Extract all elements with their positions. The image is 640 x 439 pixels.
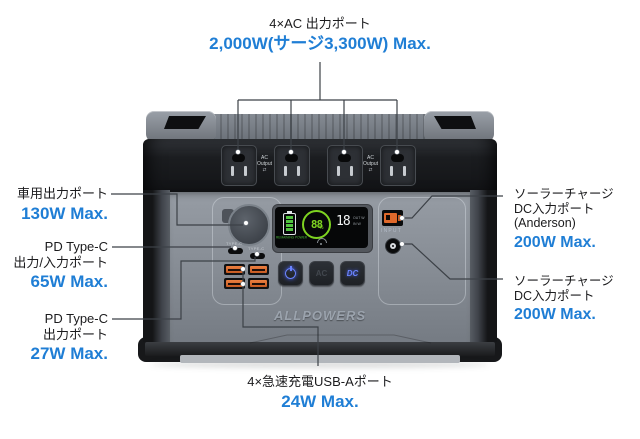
- ac-output-text: Output: [362, 161, 378, 167]
- annotation-car-output: 車用出力ポート 130W Max.: [0, 186, 108, 224]
- annotation-label: 4×急速充電USB-Aポート: [247, 374, 393, 389]
- typec-port-27w: [250, 253, 265, 259]
- annotation-label: 車用出力ポート: [16, 186, 108, 201]
- annotation-ac-output: 4×AC 出力ポート 2,000W(サージ3,300W) Max.: [160, 16, 480, 54]
- annotation-label: DC入力ポート: [514, 288, 595, 303]
- input-label: INPUT: [381, 228, 402, 234]
- annotation-label: (Anderson): [514, 216, 576, 230]
- ac-output-marking: AC Output ⇄: [252, 155, 277, 172]
- usb-slot: [252, 282, 265, 285]
- annotation-value: 2,000W(サージ3,300W) Max.: [209, 33, 431, 53]
- power-button: [278, 261, 303, 286]
- device-side-left: [143, 190, 170, 342]
- annotation-value: 200W Max.: [514, 233, 596, 251]
- ground-shadow: [150, 361, 490, 368]
- handle-grip: [434, 116, 476, 129]
- outlet-slot: [244, 166, 247, 176]
- battery-caption: REMAINING POWER: [276, 235, 308, 240]
- usb-slot: [228, 268, 241, 271]
- battery-percent: 88: [310, 218, 323, 231]
- outlet-ground-hole: [232, 154, 245, 162]
- outlet-ground-hole: [285, 154, 298, 162]
- ac-output-text: AC: [367, 155, 374, 161]
- annotation-label: 出力ポート: [42, 326, 108, 342]
- annotation-value: 200W Max.: [514, 306, 596, 323]
- outlet-slot: [390, 166, 393, 176]
- car-socket-port: [228, 204, 270, 246]
- outlet-ground-hole: [338, 154, 351, 162]
- dc-button: DC: [340, 261, 365, 286]
- outlet-slot: [337, 166, 340, 176]
- usb-a-port-3: [224, 278, 245, 289]
- ac-output-text: AC: [261, 155, 268, 161]
- annotation-solar-dc: ソーラーチャージ DC入力ポート 200W Max.: [514, 274, 640, 325]
- outlet-slot: [297, 166, 300, 176]
- ac-output-text: Output: [256, 161, 272, 167]
- annotation-value: 130W Max.: [21, 203, 108, 223]
- watts-unit-out: OUT W: [353, 216, 365, 220]
- annotation-usb-output: 4×急速充電USB-Aポート 24W Max.: [170, 374, 470, 412]
- anderson-input-port: [382, 210, 403, 226]
- dc-input-port: [385, 238, 401, 254]
- battery-percent-ring: 88: [302, 210, 331, 239]
- arrow-marks: ⇄: [368, 167, 373, 172]
- typec-port-65w: [228, 248, 243, 254]
- usb-a-port-4: [248, 278, 269, 289]
- battery-icon: [283, 211, 296, 235]
- percent-sign: %: [319, 225, 324, 231]
- arrow-marks: ⇄: [262, 167, 267, 172]
- annotation-pd-65w: PD Type-C 出力/入力ポート 65W Max.: [0, 239, 108, 292]
- annotation-value: 65W Max.: [30, 272, 108, 291]
- usb-a-port-1: [224, 264, 245, 275]
- annotation-value: 24W Max.: [281, 391, 359, 411]
- annotation-label: ソーラーチャージ: [514, 187, 614, 201]
- ac-outlet-1: [221, 145, 257, 186]
- ac-outlet-2: [274, 145, 310, 186]
- ac-outlet-4: [380, 145, 416, 186]
- annotation-pd-27w: PD Type-C 出力ポート 27W Max.: [0, 311, 108, 364]
- brand-logo: ALLPOWERS: [273, 308, 367, 323]
- usb-a-port-2: [248, 264, 269, 275]
- outlet-slot: [403, 166, 406, 176]
- handle-grip: [164, 116, 206, 129]
- usb-slot: [228, 282, 241, 285]
- annotation-label: 出力/入力ポート: [13, 254, 108, 270]
- device-base-edge: [180, 355, 460, 363]
- device-side-right: [470, 190, 497, 342]
- ac-button: AC: [309, 261, 334, 286]
- signal-icon: [317, 238, 327, 243]
- annotation-label: PD Type-C: [44, 311, 108, 326]
- annotation-solar-anderson: ソーラーチャージ DC入力ポート (Anderson) 200W Max.: [514, 187, 640, 253]
- carry-handle-right: [424, 111, 494, 142]
- ac-output-marking: AC Output ⇄: [358, 155, 383, 172]
- outlet-slot: [350, 166, 353, 176]
- watts-unit-in: IN W: [353, 222, 361, 226]
- ac-outlet-band: [143, 139, 497, 192]
- device-base: [145, 342, 495, 356]
- annotation-label: 4×AC 出力ポート: [269, 16, 371, 31]
- outlet-slot: [284, 166, 287, 176]
- usb-slot: [252, 268, 265, 271]
- ac-button-label: AC: [315, 269, 328, 278]
- annotation-label: ソーラーチャージ: [514, 274, 614, 288]
- signal-icon-dot: [320, 243, 322, 245]
- lcd-display: REMAINING POWER 88 % 18 OUT W IN W: [275, 207, 368, 248]
- annotation-label: PD Type-C: [44, 239, 108, 254]
- outlet-ground-hole: [391, 154, 404, 162]
- typec-port-label: TYPE-C: [248, 246, 265, 251]
- power-icon: [285, 266, 296, 279]
- annotation-label: DC入力ポート: [514, 201, 595, 216]
- typec-port-label: TYPE-C: [226, 241, 243, 246]
- wattage-readout: 18: [336, 214, 351, 229]
- dc-button-label: DC: [346, 269, 359, 278]
- outlet-slot: [231, 166, 234, 176]
- annotation-value: 27W Max.: [30, 344, 108, 363]
- carry-handle-left: [146, 111, 216, 142]
